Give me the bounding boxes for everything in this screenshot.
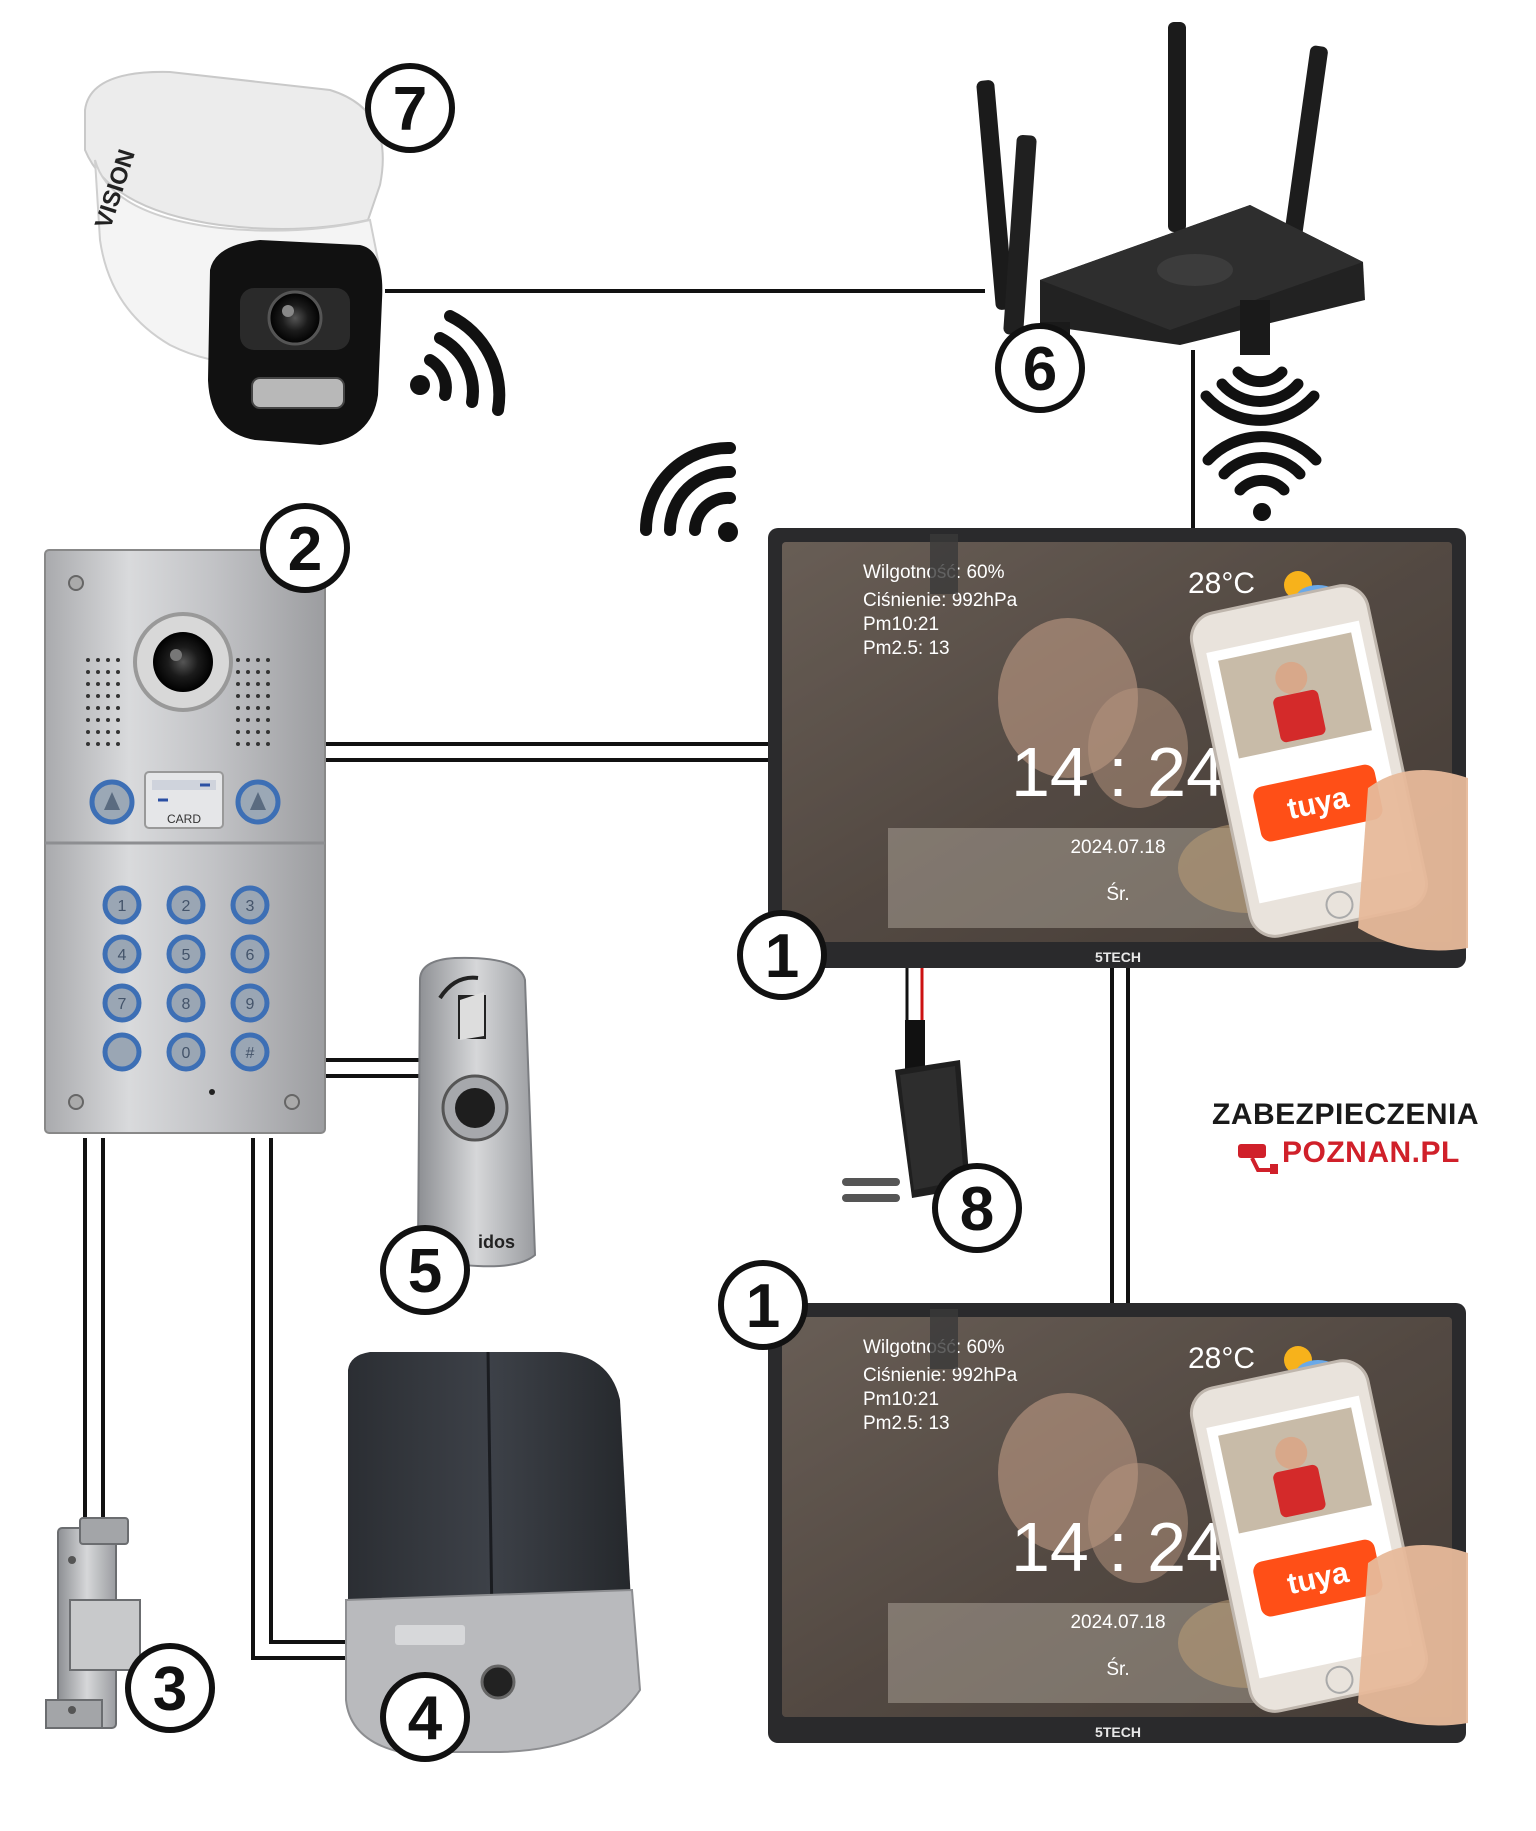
keypad-key: 4 [102,934,142,974]
keypad-key: # [230,1032,270,1072]
number-badge-label: 7 [393,75,427,144]
monitor-date: 2024.07.18 [1070,1612,1165,1633]
keypad-key: 1 [102,885,142,925]
keypad-key: 8 [166,983,206,1023]
number-badge-label: 2 [288,515,322,584]
number-badge: 1 [737,910,827,1000]
logo-line-1: ZABEZPIECZENIA [1212,1098,1480,1131]
number-badge-label: 5 [408,1237,442,1306]
monitor-pm25: Pm2.5: 13 [863,1413,950,1434]
number-badge-label: 4 [408,1684,443,1753]
monitor-clock: 14 : 24 [1011,733,1225,811]
door-station: CARD 1 2 3 4 5 6 7 8 9 0 # [44,549,326,1134]
keypad-key-label: 6 [246,947,255,964]
number-badge-label: 8 [960,1175,994,1244]
keypad: 1 2 3 4 5 6 7 8 9 0 # [102,885,270,1072]
wire-motor-a [251,1138,346,1660]
keypad-key: 2 [166,885,206,925]
card-label: CARD [167,812,201,826]
monitor-brand: 5TECH [1095,1724,1141,1740]
monitor-2: Wilgotność: 60%Ciśnienie: 992hPaPm10:21P… [768,1303,1468,1743]
keypad-key-label: 1 [118,898,127,915]
monitor-brand: 5TECH [1095,949,1141,965]
number-badge-label: 1 [746,1272,780,1341]
keypad-key: 7 [102,983,142,1023]
wifi-icon-router-up [1202,431,1322,521]
number-badge: 5 [380,1225,470,1315]
monitor-weekday: Śr. [1106,1658,1129,1680]
keypad-key: 9 [230,983,270,1023]
company-logo: ZABEZPIECZENIA POZNAN.PL [1212,1098,1502,1178]
monitor-pressure: Ciśnienie: 992hPa [863,1365,1018,1386]
monitor-temperature: 28°C [1188,567,1255,600]
wifi-icon-monitor-diagonal [640,441,738,542]
number-badge-label: 6 [1023,335,1057,404]
call-button-right [235,779,281,825]
keypad-key-label: 5 [182,947,191,964]
keypad-key-label: # [246,1045,255,1062]
number-badge: 4 [380,1672,470,1762]
router [976,22,1365,370]
keypad-key-label: 0 [182,1045,191,1062]
exit-button-device: idos [416,956,537,1268]
electric-strike-lock [45,1517,141,1729]
number-badge-label: 1 [765,922,799,991]
monitors-group: Wilgotność: 60%Ciśnienie: 992hPaPm10:21P… [768,528,1468,1743]
speaker-grille-left [86,658,120,746]
call-button-left [89,779,135,825]
logo-camera-icon [1238,1144,1278,1174]
monitor-1: Wilgotność: 60%Ciśnienie: 992hPaPm10:21P… [768,528,1468,968]
exit-button-brand: idos [478,1232,515,1252]
keypad-key-label: 9 [246,996,255,1013]
monitor-pm10: Pm10:21 [863,1389,939,1410]
keypad-key: 5 [166,934,206,974]
monitor-temperature: 28°C [1188,1342,1255,1375]
logo-line-2: POZNAN.PL [1282,1136,1460,1169]
dome-camera: VISION [84,70,384,445]
motor-key-lock [480,1664,516,1700]
speaker-grille-right [236,658,270,746]
number-badge-label: 3 [153,1655,187,1724]
monitor-weekday: Śr. [1106,883,1129,905]
power-adapter [842,1020,970,1202]
keypad-key-label: 3 [246,898,255,915]
keypad-key: 3 [230,885,270,925]
keypad-key: 6 [230,934,270,974]
keypad-key-label: 8 [182,996,191,1013]
monitor-date: 2024.07.18 [1070,837,1165,858]
monitor-pm10: Pm10:21 [863,614,939,635]
wifi-icon-camera [410,310,506,416]
monitor-pressure: Ciśnienie: 992hPa [863,590,1018,611]
number-badge: 8 [932,1163,1022,1253]
number-badge: 7 [365,63,455,153]
wire-motor-b [269,1138,346,1644]
keypad-key-label: 7 [118,996,127,1013]
keypad-key [102,1032,142,1072]
number-badge: 6 [995,323,1085,413]
keypad-key: 0 [166,1032,206,1072]
number-badge: 3 [125,1643,215,1733]
number-badge: 2 [260,503,350,593]
keypad-key-label: 4 [118,947,127,964]
monitor-pm25: Pm2.5: 13 [863,638,950,659]
number-badge: 1 [718,1260,808,1350]
monitor-clock: 14 : 24 [1011,1508,1225,1586]
keypad-key-label: 2 [182,898,191,915]
